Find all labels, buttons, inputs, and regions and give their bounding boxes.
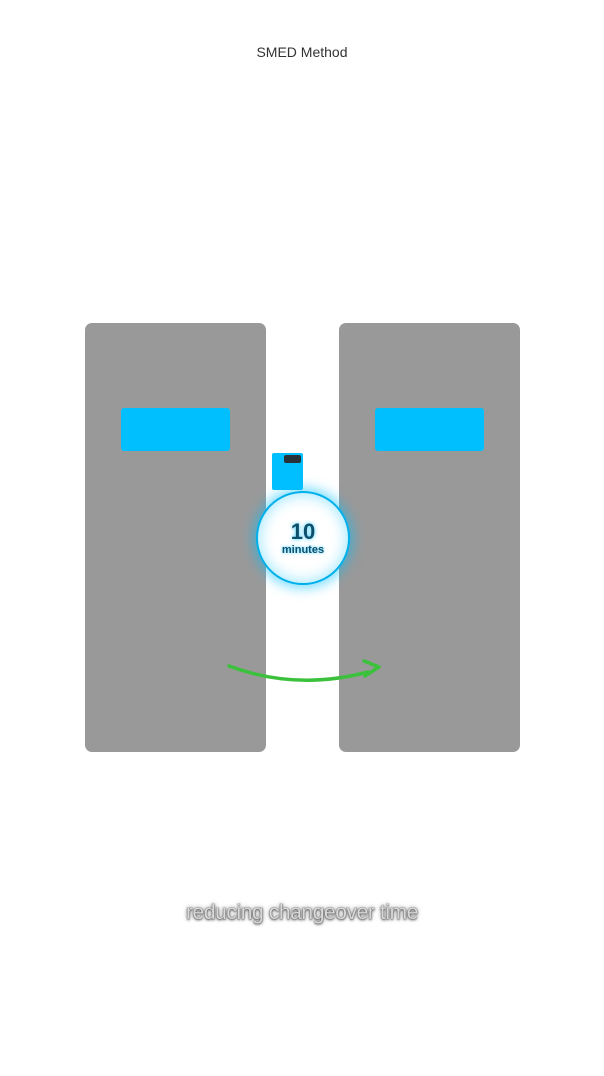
machine-screen-right — [375, 408, 484, 451]
page-title: SMED Method — [256, 44, 348, 60]
machine-panel-right — [339, 323, 520, 752]
timer-value: 10 — [290, 519, 316, 544]
timer-badge: 10 minutes — [256, 491, 350, 585]
machine-screen-left — [121, 408, 230, 451]
machine-panel-left — [85, 323, 266, 752]
arrow-head — [362, 659, 381, 678]
arrow-shaft — [227, 664, 370, 682]
tool-card-icon — [272, 453, 303, 490]
timer-unit: minutes — [281, 544, 325, 556]
caption-text: reducing changeover time — [185, 901, 419, 924]
curved-arrow-right-icon — [227, 659, 381, 682]
tool-card-display — [284, 455, 301, 463]
